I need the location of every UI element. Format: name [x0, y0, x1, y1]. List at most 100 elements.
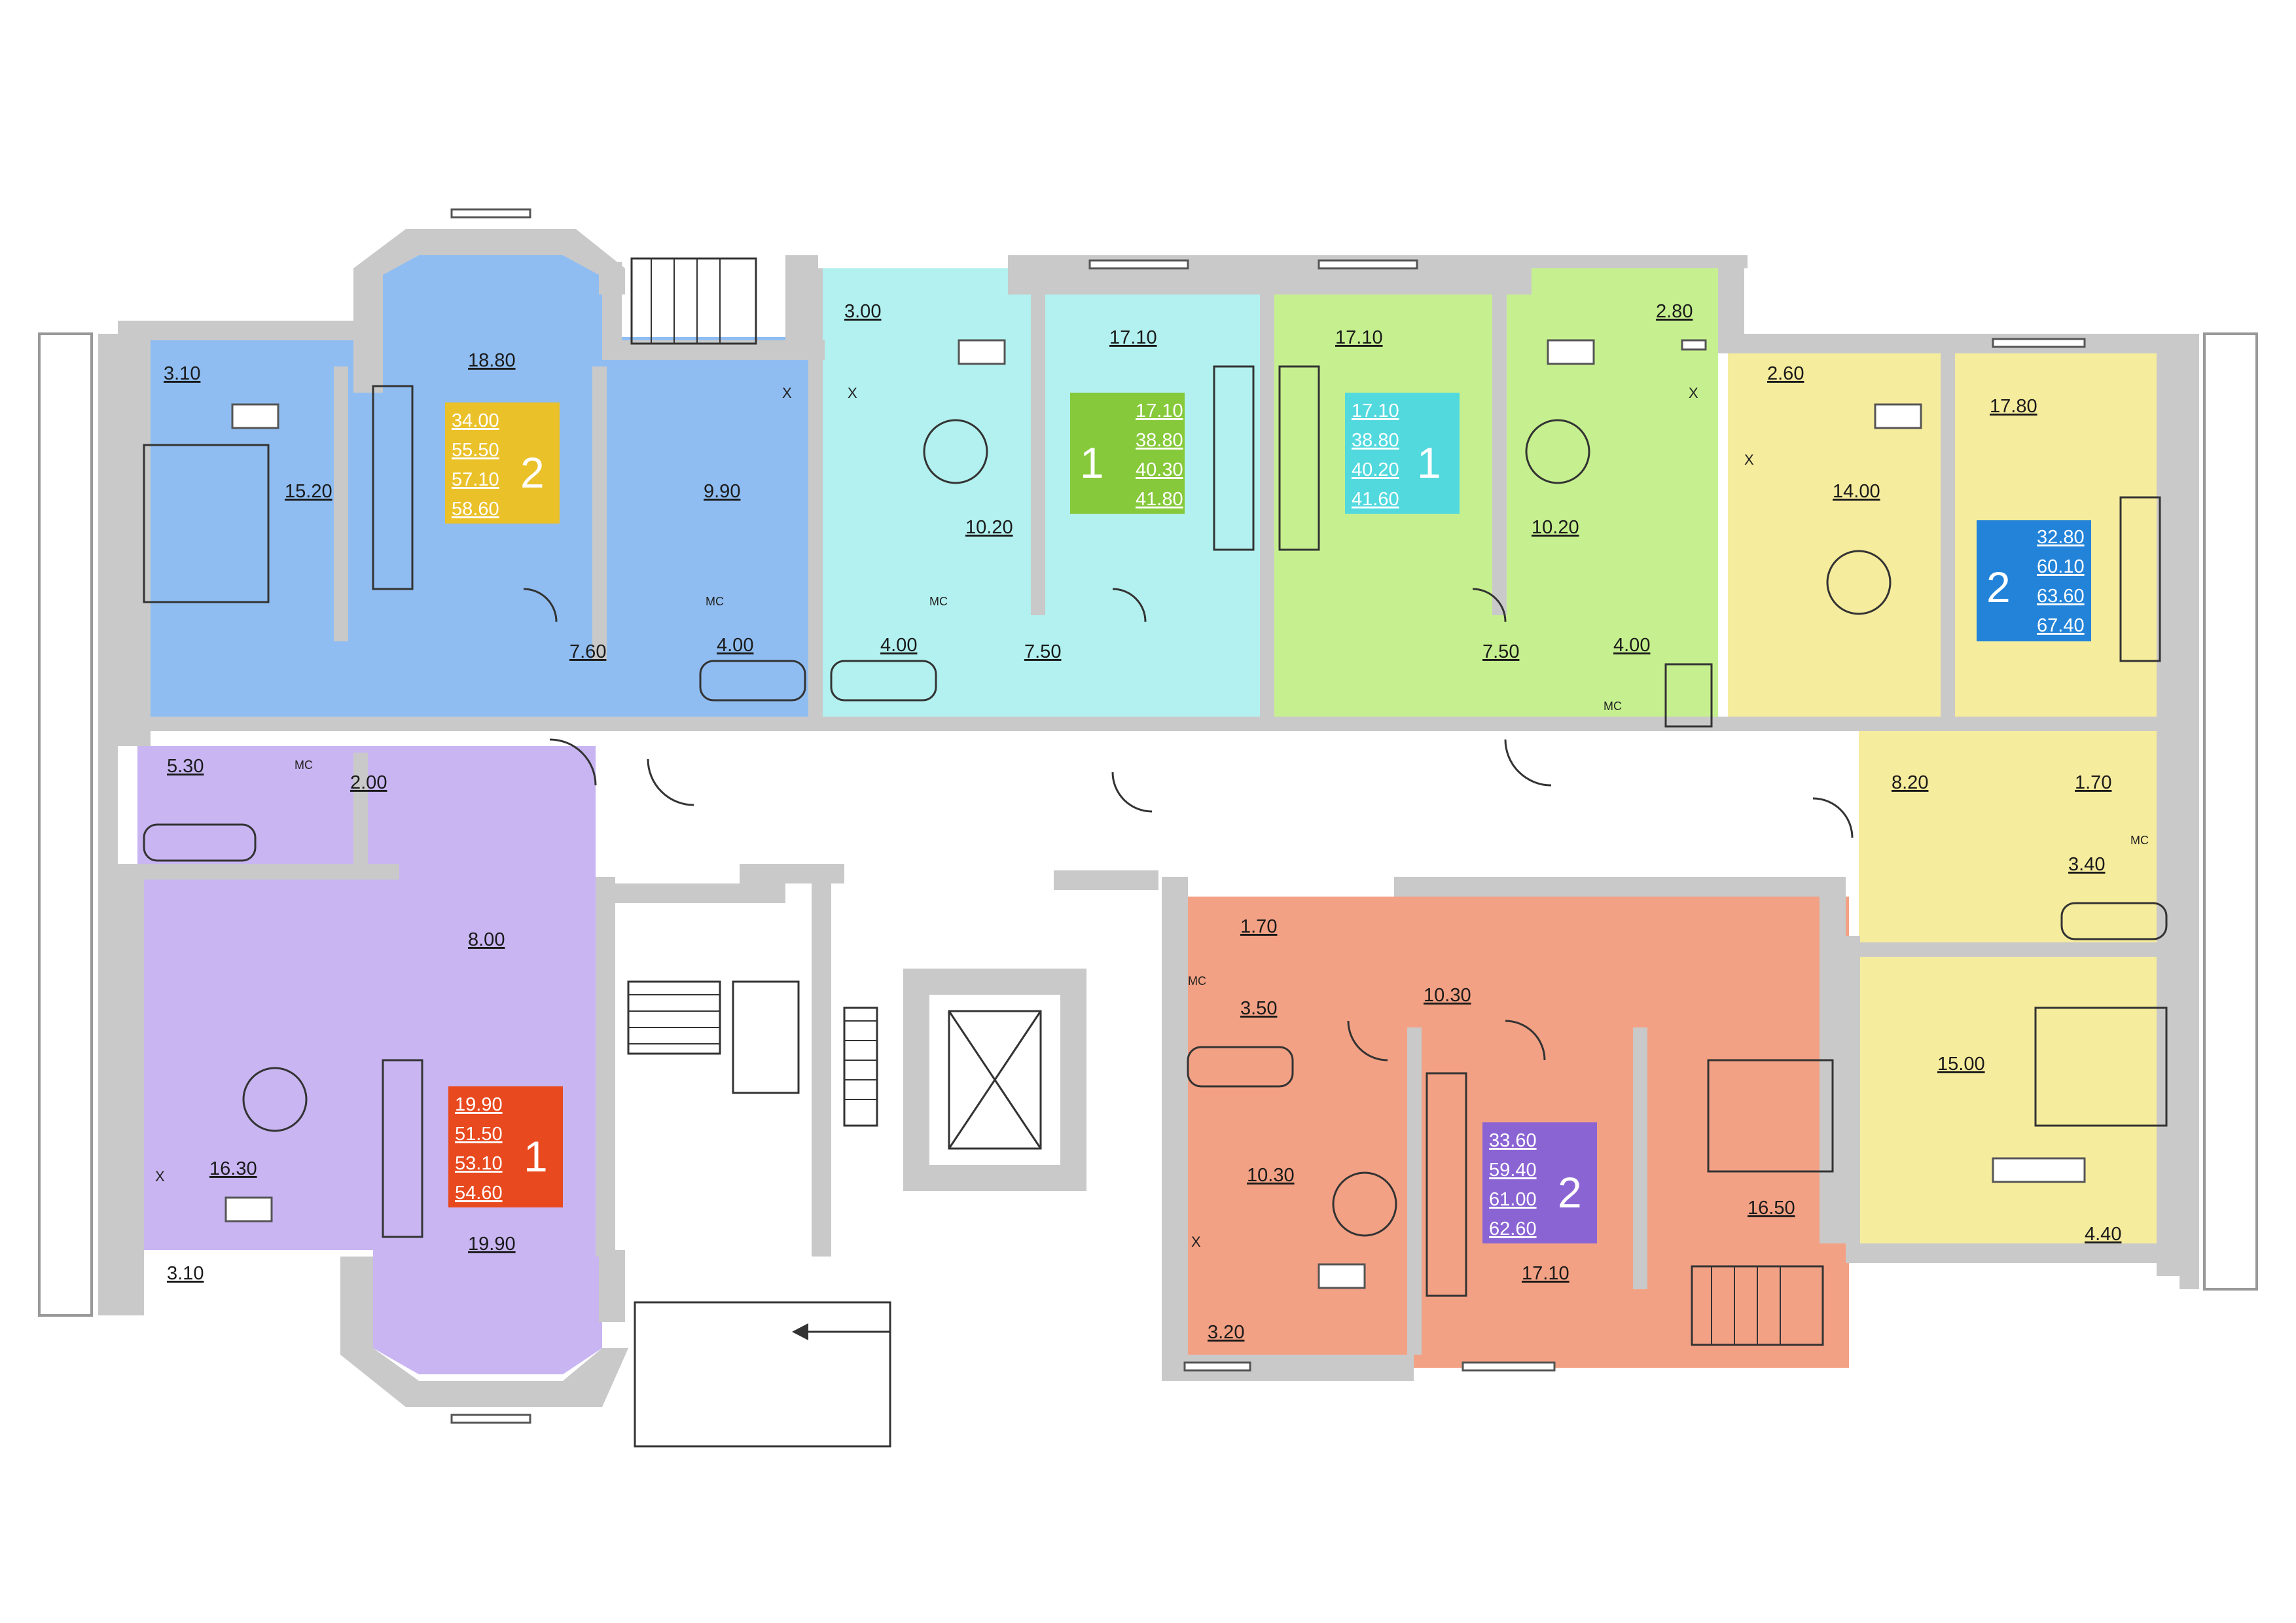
room-area-yellow-bedroom: 15.00: [1937, 1054, 1985, 1075]
svg-text:38.80: 38.80: [1352, 430, 1399, 451]
room-area-orange-wc: 1.70: [1240, 916, 1277, 937]
room-area-cyan-kitchen: 10.20: [965, 517, 1013, 538]
svg-text:2: 2: [1558, 1168, 1582, 1217]
apt-blue-bay: [380, 255, 602, 366]
svg-text:1: 1: [1417, 438, 1441, 487]
room-area-yellow-bath: 3.40: [2068, 854, 2105, 875]
svg-text:41.80: 41.80: [1136, 489, 1183, 510]
svg-text:63.60: 63.60: [2037, 586, 2085, 607]
svg-text:41.60: 41.60: [1352, 489, 1399, 510]
room-area-blue-loggia: 3.10: [164, 363, 200, 384]
room-area-yellow-wc: 1.70: [2075, 772, 2111, 793]
room-area-purple-kitchen: 16.30: [209, 1158, 257, 1179]
room-area-green-loggia: 2.80: [1656, 301, 1693, 322]
room-area-yellow-hall: 8.20: [1892, 772, 1928, 793]
svg-text:1: 1: [524, 1132, 548, 1181]
toilet-label: МС: [1188, 974, 1206, 988]
stove-label: X: [1689, 385, 1698, 401]
room-area-cyan-bath: 4.00: [880, 635, 917, 656]
badge-apt-blue: 34.00 55.50 57.10 58.60 2: [445, 402, 560, 524]
room-area-purple-loggia: 3.10: [167, 1263, 204, 1284]
stove-label: X: [848, 385, 857, 401]
svg-text:62.60: 62.60: [1489, 1219, 1537, 1240]
room-area-orange-bath: 3.50: [1240, 998, 1277, 1019]
svg-text:60.10: 60.10: [2037, 556, 2085, 577]
apt-purple-bay: [373, 1243, 602, 1374]
table-icon: [1332, 1171, 1397, 1237]
toilet-label: МС: [1604, 700, 1622, 713]
facade-columns: [38, 332, 2258, 1317]
svg-text:59.40: 59.40: [1489, 1160, 1537, 1181]
room-area-green-hall: 7.50: [1482, 641, 1519, 662]
svg-text:40.30: 40.30: [1136, 459, 1183, 480]
svg-text:51.50: 51.50: [455, 1124, 503, 1145]
svg-text:57.10: 57.10: [452, 469, 499, 490]
room-area-yellow-kitchen: 14.00: [1833, 481, 1880, 502]
svg-text:2: 2: [1986, 563, 2011, 611]
badge-apt-purple: 19.90 51.50 53.10 54.60 1: [448, 1086, 563, 1207]
svg-text:34.00: 34.00: [452, 410, 499, 431]
room-area-yellow-loggia-lower: 4.40: [2085, 1224, 2121, 1245]
svg-text:17.10: 17.10: [1352, 401, 1399, 421]
room-area-cyan-hall: 7.50: [1024, 641, 1061, 662]
walls: [118, 229, 2179, 1407]
room-area-blue-bath: 4.00: [717, 635, 753, 656]
badge-apt-green: 17.10 38.80 40.20 41.60 1: [1345, 393, 1460, 514]
table-icon: [1826, 550, 1892, 615]
room-area-green-living: 17.10: [1335, 327, 1383, 348]
svg-text:1: 1: [1080, 438, 1104, 487]
room-area-blue-hall: 7.60: [569, 641, 606, 662]
svg-text:17.10: 17.10: [1136, 401, 1183, 421]
badge-apt-cyan: 17.10 38.80 40.30 41.80 1: [1070, 393, 1185, 514]
svg-text:2: 2: [520, 448, 545, 497]
room-area-purple-wc: 2.00: [350, 772, 387, 793]
svg-text:53.10: 53.10: [455, 1153, 503, 1174]
svg-text:38.80: 38.80: [1136, 430, 1183, 451]
room-area-blue-kitchen: 9.90: [704, 481, 740, 502]
doors: [523, 588, 1854, 1061]
svg-text:40.20: 40.20: [1352, 459, 1399, 480]
table-icon: [1525, 419, 1590, 484]
room-area-cyan-loggia: 3.00: [844, 301, 881, 322]
room-area-orange-living: 17.10: [1522, 1263, 1570, 1284]
stairs: [627, 257, 1824, 1448]
svg-text:58.60: 58.60: [452, 499, 499, 520]
room-area-blue-bedroom: 15.20: [285, 481, 332, 502]
table-icon: [923, 419, 988, 484]
windows: [224, 208, 2086, 1424]
room-area-yellow-loggia: 2.60: [1767, 363, 1804, 384]
toilet-label: МС: [2130, 834, 2149, 847]
badge-apt-yellow: 32.80 60.10 63.60 67.40 2: [1977, 520, 2091, 641]
svg-text:33.60: 33.60: [1489, 1130, 1537, 1151]
toilet-label: МС: [295, 758, 313, 772]
apt-blue-fill: [137, 337, 808, 720]
svg-text:61.00: 61.00: [1489, 1189, 1537, 1210]
room-area-green-bath: 4.00: [1613, 635, 1650, 656]
svg-text:67.40: 67.40: [2037, 615, 2085, 636]
toilet-label: МС: [929, 595, 948, 608]
room-area-orange-kitchen: 10.30: [1247, 1165, 1295, 1186]
svg-text:32.80: 32.80: [2037, 527, 2085, 548]
room-area-yellow-living: 17.80: [1990, 396, 2037, 417]
room-area-cyan-living: 17.10: [1109, 327, 1157, 348]
room-area-orange-hall: 10.30: [1424, 985, 1471, 1006]
room-area-orange-bedroom: 16.50: [1748, 1198, 1795, 1219]
room-area-blue-living: 18.80: [468, 350, 516, 371]
room-area-purple-living: 19.90: [468, 1234, 516, 1255]
fixture-labels: МС МС МС МС МС МС X X X X X X: [155, 385, 2149, 1250]
svg-text:55.50: 55.50: [452, 440, 499, 461]
badge-apt-orange: 33.60 59.40 61.00 62.60 2: [1482, 1122, 1597, 1243]
stove-label: X: [1744, 452, 1754, 468]
svg-text:19.90: 19.90: [455, 1094, 503, 1115]
stove-label: X: [155, 1168, 165, 1185]
toilet-label: МС: [706, 595, 724, 608]
table-icon: [242, 1067, 308, 1132]
room-area-purple-hall: 8.00: [468, 929, 505, 950]
stove-label: X: [1191, 1234, 1201, 1250]
room-area-labels: 3.10 18.80 15.20 9.90 7.60 4.00 3.00 17.…: [164, 301, 2121, 1343]
svg-text:54.60: 54.60: [455, 1183, 503, 1204]
stove-label: X: [782, 385, 792, 401]
room-area-purple-bath: 5.30: [167, 756, 204, 777]
furniture: [143, 365, 2168, 1297]
